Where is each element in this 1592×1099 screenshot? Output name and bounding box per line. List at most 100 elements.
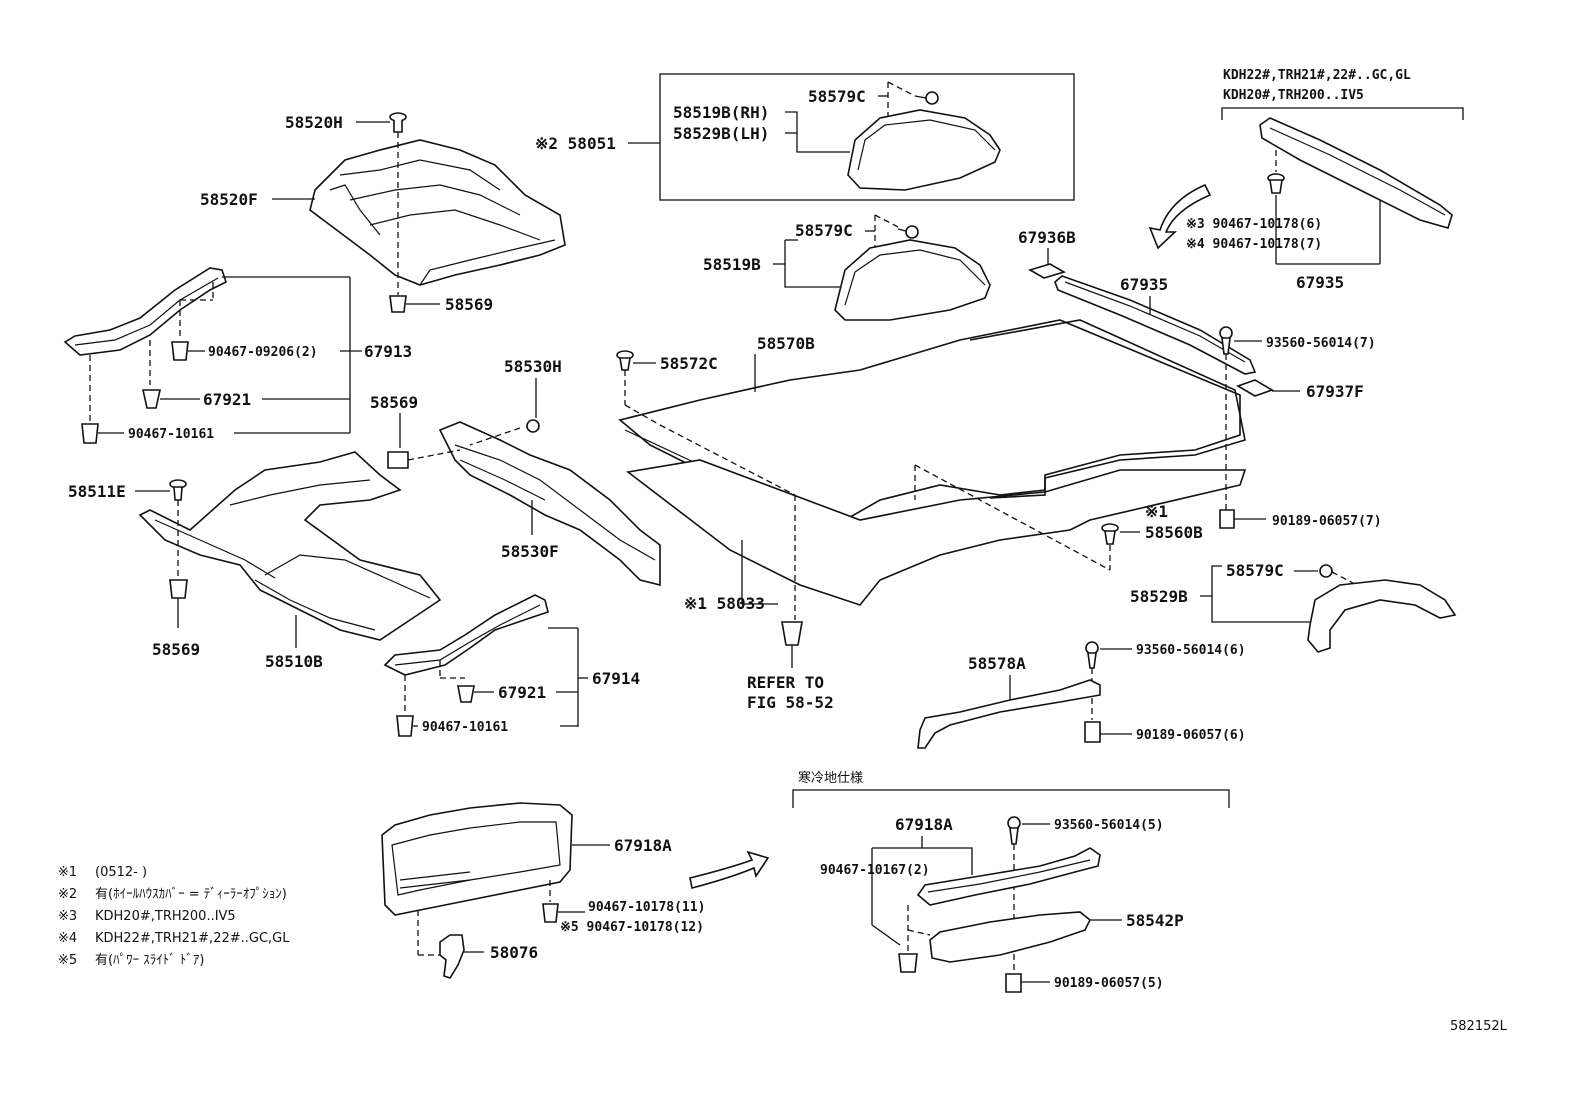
header-models-1: KDH22#,TRH21#,22#..GC,GL [1223,68,1411,83]
label-67935-right: 67935 [1296,273,1344,292]
label-58530h: 58530H [504,357,562,376]
note-mark: ※4 [58,931,77,946]
note-mark: ※5 [58,953,77,968]
label-58542p: 58542P [1126,911,1184,930]
clip-58560b-icon [1101,523,1119,545]
label-67913: 67913 [364,342,412,361]
label-67936b: 67936B [1018,228,1076,247]
floor-sheet-58033-part [626,459,1247,606]
clip-58511e-icon [169,479,187,501]
stopper-67937f-part [1236,379,1274,397]
label-90467-10178-7: ※4 90467-10178(7) [1186,237,1322,252]
clip-58569-c-icon [169,579,188,599]
label-90467-10167: 90467-10167(2) [820,863,930,878]
label-58530f: 58530F [501,542,559,561]
screw-93560-56014-6-icon [1085,641,1099,669]
notes-list: ※1 (0512- ) ※2 有(ﾎｲｰﾙﾊｳｽｶﾊﾞｰ = ﾃﾞｨｰﾗｰｵﾌﾟ… [58,865,290,968]
label-67918a-a: 67918A [614,836,672,855]
clip-90467-10161-b-icon [396,715,414,737]
tray-67918a-part [381,802,573,916]
note-text: KDH20#,TRH200..IV5 [95,909,236,924]
note-mark: ※1 [58,865,77,880]
label-93560-56014-6: 93560-56014(6) [1136,643,1246,658]
label-58572c: 58572C [660,354,718,373]
clip-90467-10167-icon [898,953,918,973]
note-mark: ※2 [58,887,77,902]
stopper-67936b-part [1027,263,1067,279]
label-67935: 67935 [1120,275,1168,294]
clip-58569-icon [389,295,407,313]
label-58569-b: 58569 [370,393,418,412]
label-90467-10178-12: ※5 90467-10178(12) [560,920,704,935]
note-text: KDH22#,TRH21#,22#..GC,GL [95,931,290,946]
note-mark: ※3 [58,909,77,924]
label-58579c-c: 58579C [1226,561,1284,580]
label-58529b-lh: 58529B(LH) [673,124,769,143]
label-93560-56014-5: 93560-56014(5) [1054,818,1164,833]
label-90189-06057-6: 90189-06057(6) [1136,728,1246,743]
label-58520h: 58520H [285,113,343,132]
label-58560b: 58560B [1145,523,1203,542]
reinforcement-58578a-part [917,679,1101,749]
clip-58572c-icon [616,350,634,371]
bracket-58076-part [439,934,465,979]
floor-mat-58520f-part [309,139,566,286]
refer-fig-text: FIG 58-52 [747,693,834,712]
clip-58033-ref-icon [781,621,803,646]
clip-90467-10178-icon [1267,173,1285,194]
clip-67921-a-icon [142,389,161,409]
label-58520f: 58520F [200,190,258,209]
label-58519b-rh: 58519B(RH) [673,103,769,122]
label-90189-06057-5: 90189-06057(5) [1054,976,1164,991]
scuff-plate-67914-part [383,594,549,676]
cold-spec-title: 寒冷地仕様 [798,770,863,786]
screw-58579c-a-icon [914,91,939,105]
label-90467-09206: 90467-09206(2) [208,345,318,360]
scuff-plate-67935-upper-part [1259,117,1453,229]
screw-93560-56014-5-icon [1007,816,1021,845]
arrow-right-icon [689,850,770,889]
label-67914: 67914 [592,669,640,688]
label-90467-10161-a: 90467-10161 [128,427,214,442]
note-text: (0512- ) [95,865,147,880]
label-93560-56014-7: 93560-56014(7) [1266,336,1376,351]
label-67921-a: 67921 [203,390,251,409]
scuff-plate-67935-part [1054,275,1257,375]
label-58570b: 58570B [757,334,815,353]
curved-arrow-icon [1148,183,1212,250]
refer-to-text: REFER TO [747,673,824,692]
label-58510b: 58510B [265,652,323,671]
clip-67921-b-icon [457,685,475,703]
label-58579c-b: 58579C [795,221,853,240]
wheelhouse-cover-rh-part [847,109,1001,191]
screw-58579c-c-icon [1319,564,1333,578]
label-58519b: 58519B [703,255,761,274]
label-58579c-a: 58579C [808,87,866,106]
header-models-2: KDH20#,TRH200..IV5 [1223,88,1364,103]
label-58569-c: 58569 [152,640,200,659]
scuff-plate-67913-part [63,267,227,356]
nut-90189-06057-6-icon [1084,721,1101,743]
scuff-plate-cold-part [916,847,1101,906]
label-58569-a: 58569 [445,295,493,314]
wheelhouse-cover-box [659,73,1075,201]
label-67918a-b: 67918A [895,815,953,834]
label-58033: ※1 58033 [684,594,765,613]
label-58529b: 58529B [1130,587,1188,606]
screw-93560-56014-7-icon [1219,326,1233,355]
label-90467-10178-11: 90467-10178(11) [588,900,705,915]
figure-code: 582152L [1450,1019,1508,1034]
label-58511e: 58511E [68,482,126,501]
clip-90467-09206-icon [171,341,189,361]
label-58051: ※2 58051 [535,134,616,153]
label-90467-10161-b: 90467-10161 [422,720,508,735]
wheelhouse-cover-58519b-part [834,239,991,321]
screw-58530h-icon [526,419,540,433]
nut-90189-06057-7-icon [1219,509,1235,529]
note-text: 有(ﾊﾟﾜｰ ｽﾗｲﾄﾞ ﾄﾞｱ) [95,953,204,968]
clip-58569-b-icon [387,451,409,469]
screw-58579c-b-icon [897,225,919,239]
label-90467-10178-6: ※3 90467-10178(6) [1186,217,1322,232]
label-58578a: 58578A [968,654,1026,673]
